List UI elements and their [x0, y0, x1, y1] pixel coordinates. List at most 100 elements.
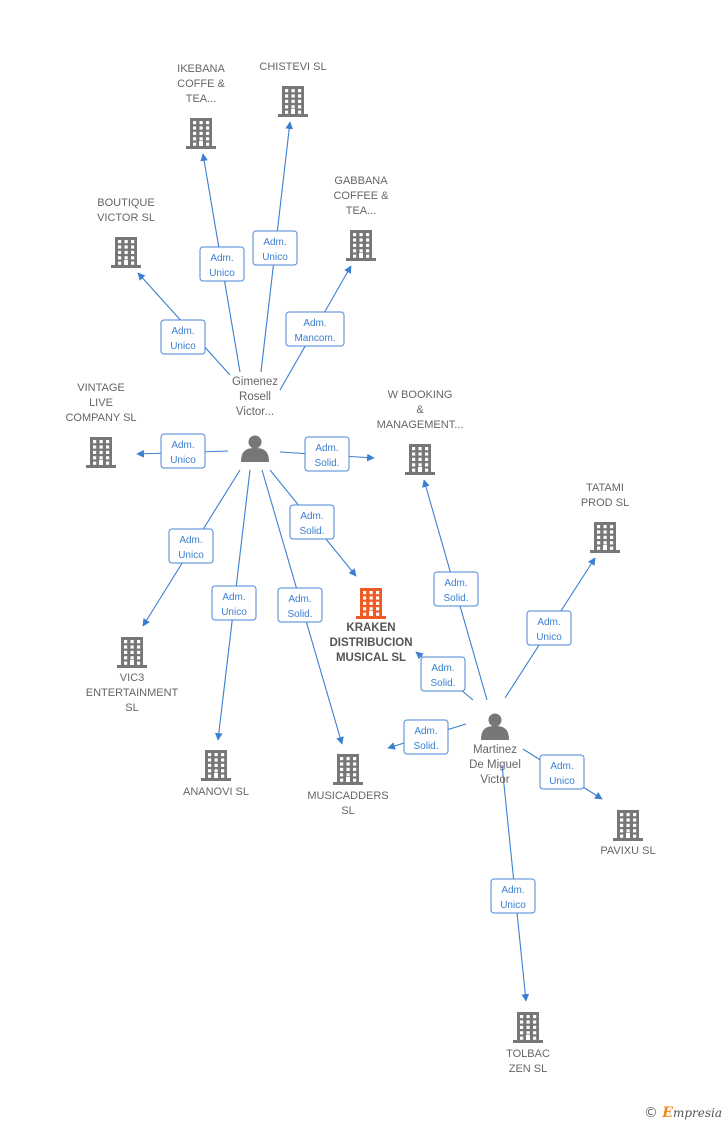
building-icon-musicadders[interactable] — [333, 754, 363, 785]
company-name-kraken-line: KRAKEN — [346, 622, 395, 634]
building-icon-boutique[interactable] — [111, 237, 141, 268]
edge-martinez-to-kraken: Adm. Solid. — [415, 651, 474, 701]
company-name-pavixu: PAVIXU SL — [600, 845, 655, 857]
building-icon-wbooking[interactable] — [405, 444, 435, 475]
company-name-musicadders: MUSICADDERS SL — [307, 790, 388, 817]
person-icon-martinez[interactable] — [481, 713, 509, 741]
company-name-musicadders-line: SL — [341, 805, 354, 817]
role-badge[interactable] — [168, 528, 214, 564]
company-name-vic3-line: ENTERTAINMENT — [86, 687, 179, 699]
company-name-ananovi: ANANOVI SL — [183, 786, 249, 798]
edge-gimenez-to-chistevi: Adm.Unico — [252, 121, 298, 373]
role-label: Adm. — [179, 535, 202, 546]
role-badge[interactable] — [403, 719, 449, 755]
company-name-tolbac-line: TOLBAC — [506, 1048, 550, 1060]
role-label: Unico — [209, 268, 235, 279]
role-label: Adm. — [444, 578, 467, 589]
person-name-gimenez-line: Victor... — [236, 406, 274, 418]
company-name-gabbana-line: TEA... — [346, 205, 377, 217]
role-label: Solid. — [443, 593, 468, 604]
brand-logo[interactable]: Empresia — [662, 1105, 722, 1121]
person-name-martinez-line: Victor — [480, 774, 509, 786]
role-label: Solid. — [430, 678, 455, 689]
edge-martinez-to-tolbac: Adm.Unico — [490, 764, 536, 1002]
company-name-vic3-line: SL — [125, 702, 138, 714]
company-name-kraken-line: DISTRIBUCION — [329, 637, 412, 649]
company-name-ikebana-line: IKEBANA — [177, 63, 225, 75]
edge-gimenez-to-boutique: Adm.Unico — [137, 272, 231, 376]
role-label: Adm. — [171, 440, 194, 451]
company-name-tatami-line: TATAMI — [586, 482, 624, 494]
role-label: Adm. — [288, 594, 311, 605]
building-icon-vic3[interactable] — [117, 637, 147, 668]
edge-gimenez-to-ananovi: Adm. Unico — [211, 469, 257, 741]
role-badge[interactable] — [289, 504, 335, 540]
role-badge[interactable] — [277, 587, 323, 623]
role-badge[interactable] — [160, 319, 206, 355]
edges-layer: Adm.UnicoAdm.UnicoAdm.Mancom.Adm.UnicoAd… — [136, 121, 603, 1002]
edge-martinez-to-musicadders: Adm.Solid. — [387, 719, 467, 755]
building-icon-ikebana[interactable] — [186, 118, 216, 149]
company-name-musicadders-line: MUSICADDERS — [307, 790, 388, 802]
role-label: Adm. — [414, 726, 437, 737]
role-badge[interactable] — [490, 878, 536, 914]
role-badge[interactable] — [526, 610, 572, 646]
edge-martinez-to-tatami: Adm.Unico — [504, 557, 596, 699]
building-icon-chistevi[interactable] — [278, 86, 308, 117]
role-label: Adm. — [210, 253, 233, 264]
company-name-vintage-line: VINTAGE — [77, 382, 124, 394]
role-badge[interactable] — [160, 433, 206, 469]
role-label: Unico — [221, 607, 247, 618]
role-badge[interactable] — [199, 246, 245, 282]
copyright-symbol: © — [643, 1105, 658, 1121]
company-name-kraken-line: MUSICAL SL — [336, 652, 406, 664]
role-badge[interactable] — [211, 585, 257, 621]
role-badge[interactable] — [420, 656, 466, 692]
role-label: Unico — [170, 455, 196, 466]
role-badge[interactable] — [539, 754, 585, 790]
edge-martinez-to-wbooking: Adm. Solid. — [422, 479, 488, 701]
role-label: Unico — [178, 550, 204, 561]
person-name-martinez-line: Martinez — [473, 744, 517, 756]
edge-gimenez-to-kraken: Adm.Solid. — [269, 469, 357, 577]
building-icon-tolbac[interactable] — [513, 1012, 543, 1043]
company-name-kraken: KRAKEN DISTRIBUCION MUSICAL SL — [329, 622, 412, 664]
building-icon-pavixu[interactable] — [613, 810, 643, 841]
company-name-ikebana-line: TEA... — [186, 93, 217, 105]
person-icon-gimenez[interactable] — [241, 435, 269, 463]
company-name-wbooking-line: & — [416, 404, 424, 416]
role-badge[interactable] — [252, 230, 298, 266]
building-icon-kraken[interactable] — [356, 588, 386, 619]
role-label: Unico — [536, 632, 562, 643]
role-label: Solid. — [287, 609, 312, 620]
company-name-vic3-line: VIC3 — [120, 672, 144, 684]
building-icon-ananovi[interactable] — [201, 750, 231, 781]
role-label: Unico — [500, 900, 526, 911]
role-badge[interactable] — [433, 571, 479, 607]
role-label: Mancom. — [294, 333, 335, 344]
company-name-pavixu-line: PAVIXU SL — [600, 845, 655, 857]
company-name-tolbac-line: ZEN SL — [509, 1063, 548, 1075]
company-name-chistevi-line: CHISTEVI SL — [259, 61, 326, 73]
company-name-gabbana-line: GABBANA — [334, 175, 388, 187]
building-icon-gabbana[interactable] — [346, 230, 376, 261]
person-name-gimenez-line: Gimenez — [232, 376, 278, 388]
company-name-vintage-line: COMPANY SL — [65, 412, 136, 424]
role-label: Adm. — [222, 592, 245, 603]
role-label: Adm. — [300, 511, 323, 522]
person-name-martinez-line: De Miguel — [469, 759, 521, 771]
building-icon-vintage[interactable] — [86, 437, 116, 468]
role-badge[interactable] — [285, 311, 345, 347]
building-icon-tatami[interactable] — [590, 522, 620, 553]
role-badge[interactable] — [304, 436, 350, 472]
role-label: Adm. — [431, 663, 454, 674]
copyright-footer: © Empresia — [644, 1105, 722, 1121]
